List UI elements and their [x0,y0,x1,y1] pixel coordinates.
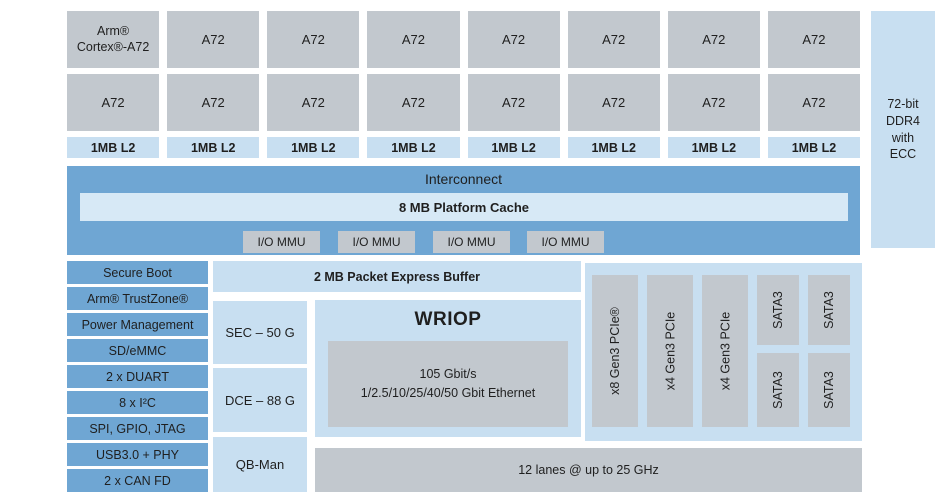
core-cluster-grid: Arm® Cortex®-A72 A72 A72 A72 A72 A72 A72… [67,11,860,158]
core-block: A72 [467,11,560,68]
core-block: A72 [567,11,660,68]
serdes-lanes-bar: 12 lanes @ up to 25 GHz [315,448,862,492]
sata3-label: SATA3 [822,291,836,329]
l2-cache-block: 1MB L2 [367,137,460,158]
peripheral-power-management: Power Management [67,313,208,336]
peripheral-spi-gpio-jtag: SPI, GPIO, JTAG [67,417,208,440]
l2-cache-block: 1MB L2 [267,137,360,158]
dce-accelerator-block: DCE – 88 G [213,368,307,432]
sata3-block: SATA3 [757,275,799,345]
pcie-x8-gen3-block: x8 Gen3 PCIe® [592,275,638,427]
l2-cache-block: 1MB L2 [767,137,860,158]
sata3-label: SATA3 [771,291,785,329]
peripheral-i2c: 8 x I²C [67,391,208,414]
sec-accelerator-block: SEC – 50 G [213,301,307,364]
l2-cache-block: 1MB L2 [167,137,260,158]
sata3-label: SATA3 [822,371,836,409]
core-block: A72 [667,74,760,131]
core-block: A72 [767,11,860,68]
pcie-x4-gen3-label: x4 Gen3 PCIe [718,311,733,391]
core-block: A72 [167,74,260,131]
pcie-x8-gen3-label: x8 Gen3 PCIe® [608,307,623,395]
sata3-block: SATA3 [808,275,850,345]
ddr4-memory-block: 72-bit DDR4 with ECC [871,11,935,248]
core-block: A72 [67,74,160,131]
core-block: A72 [367,11,460,68]
core-block: A72 [267,11,360,68]
core-block: A72 [267,74,360,131]
serdes-io-panel: x8 Gen3 PCIe® x4 Gen3 PCIe x4 Gen3 PCIe … [585,263,862,441]
peripheral-sd-emmc: SD/eMMC [67,339,208,362]
core-block-arm-cortex-a72: Arm® Cortex®-A72 [67,11,160,68]
peripheral-duart: 2 x DUART [67,365,208,388]
peripherals-column: Secure Boot Arm® TrustZone® Power Manage… [67,261,208,492]
core-block: A72 [667,11,760,68]
core-block: A72 [467,74,560,131]
l2-cache-block: 1MB L2 [667,137,760,158]
wriop-title: WRIOP [414,309,482,330]
peripheral-can-fd: 2 x CAN FD [67,469,208,492]
packet-express-buffer-bar: 2 MB Packet Express Buffer [213,261,581,292]
pcie-x4-gen3-label: x4 Gen3 PCIe [663,311,678,391]
wriop-block: WRIOP 105 Gbit/s 1/2.5/10/25/40/50 Gbit … [315,300,581,437]
core-block: A72 [367,74,460,131]
peripheral-secure-boot: Secure Boot [67,261,208,284]
l2-cache-block: 1MB L2 [67,137,160,158]
sata3-block: SATA3 [757,353,799,427]
wriop-ethernet-detail: 105 Gbit/s 1/2.5/10/25/40/50 Gbit Ethern… [328,341,568,427]
core-block: A72 [767,74,860,131]
io-mmu-block: I/O MMU [338,231,415,253]
l2-cache-block: 1MB L2 [567,137,660,158]
l2-cache-block: 1MB L2 [467,137,560,158]
sata3-label: SATA3 [771,371,785,409]
io-mmu-block: I/O MMU [527,231,604,253]
platform-cache-bar: 8 MB Platform Cache [80,193,848,221]
pcie-x4-gen3-block: x4 Gen3 PCIe [647,275,693,427]
peripheral-trustzone: Arm® TrustZone® [67,287,208,310]
core-block: A72 [167,11,260,68]
sata3-block: SATA3 [808,353,850,427]
peripheral-usb3-phy: USB3.0 + PHY [67,443,208,466]
io-mmu-block: I/O MMU [433,231,510,253]
qbman-block: QB-Man [213,437,307,492]
interconnect-band: Interconnect 8 MB Platform Cache I/O MMU… [67,166,860,255]
pcie-x4-gen3-block: x4 Gen3 PCIe [702,275,748,427]
interconnect-label: Interconnect [424,171,503,187]
core-block: A72 [567,74,660,131]
io-mmu-block: I/O MMU [243,231,320,253]
